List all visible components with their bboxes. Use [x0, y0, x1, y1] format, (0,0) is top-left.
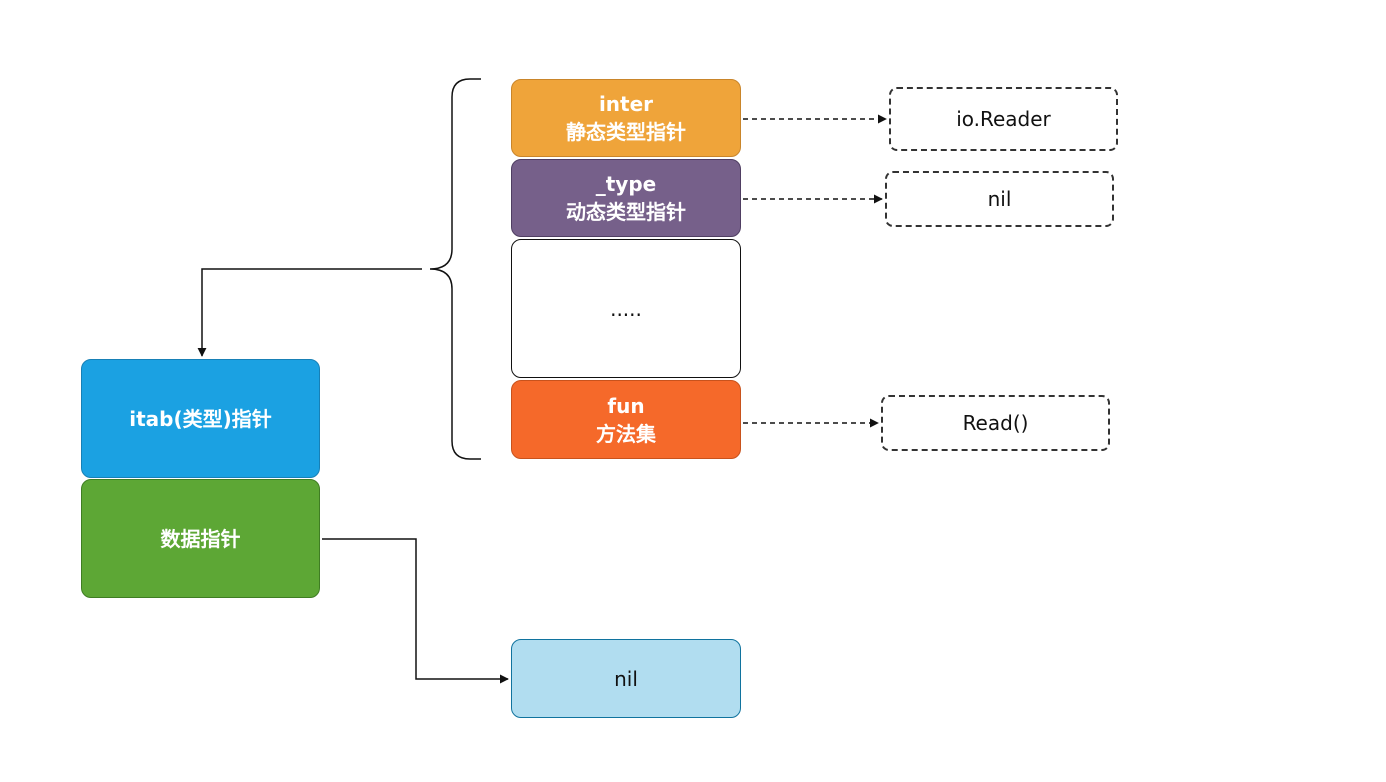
data-pointer-label: 数据指针: [160, 526, 241, 551]
inter-field-desc: 静态类型指针: [566, 120, 686, 144]
data-pointer-box: 数据指针: [81, 479, 320, 598]
fun-target-box: Read(): [881, 395, 1110, 451]
type-field-name: _type: [595, 172, 657, 196]
inter-target-label: io.Reader: [956, 107, 1051, 131]
data-target-box: nil: [511, 639, 741, 718]
inter-field-name: inter: [598, 92, 654, 116]
fun-target-label: Read(): [962, 411, 1029, 435]
fun-field-name: fun: [607, 393, 645, 418]
type-field-box: _type 动态类型指针: [511, 159, 741, 237]
ellipsis-label: .....: [610, 296, 642, 321]
inter-target-box: io.Reader: [889, 87, 1118, 151]
struct-brace: [429, 78, 481, 460]
brace-to-itab-arrow: [197, 268, 422, 357]
itab-pointer-label: itab(类型)指针: [129, 406, 272, 431]
data-to-nil-arrow: [322, 538, 509, 684]
type-target-box: nil: [885, 171, 1114, 227]
fun-field-desc: 方法集: [596, 421, 656, 446]
data-target-label: nil: [614, 666, 638, 691]
inter-field-box: inter 静态类型指针: [511, 79, 741, 157]
itab-pointer-box: itab(类型)指针: [81, 359, 320, 478]
type-field-desc: 动态类型指针: [566, 200, 686, 224]
fun-field-box: fun 方法集: [511, 380, 741, 459]
ellipsis-field-box: .....: [511, 239, 741, 378]
type-target-label: nil: [987, 187, 1012, 211]
